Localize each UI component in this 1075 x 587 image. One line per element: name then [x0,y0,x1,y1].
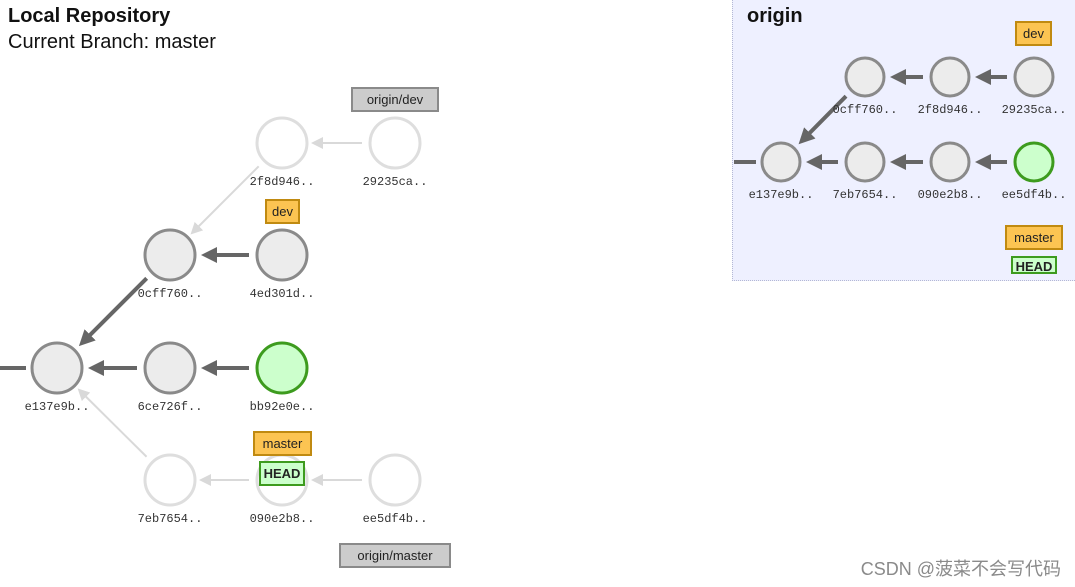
local-commit-node-e137e9b[interactable] [30,341,84,395]
origin-panel-head-tag[interactable]: HEAD [1011,256,1057,274]
origin-master-tag[interactable]: origin/master [339,543,451,568]
local-commit-label-7eb7654: 7eb7654.. [138,512,203,526]
origin-commit-node-ee5df4b[interactable] [1013,141,1055,183]
local-commit-label-e137e9b: e137e9b.. [25,400,90,414]
origin-panel-master-tag[interactable]: master [1005,225,1063,250]
current-branch-text: Current Branch: master [8,31,216,53]
local-edge-2f8d946-to-0cff760 [190,165,260,235]
origin-commit-label-7eb7654: 7eb7654.. [833,188,898,202]
local-edge-7eb7654-to-e137e9b [77,388,148,458]
local-edge-0cff760-to-e137e9b [78,276,149,347]
origin-commit-node-7eb7654[interactable] [844,141,886,183]
local-commit-label-090e2b8: 090e2b8.. [250,512,315,526]
local-commit-graph: e137e9b.. 6ce726f.. bb92e0e.. 0cff760.. 4ed3… [0,116,428,526]
origin-dev-tag[interactable]: origin/dev [351,87,439,112]
local-commit-label-4ed301d: 4ed301d.. [250,287,315,301]
origin-commit-node-2f8d946[interactable] [929,56,971,98]
origin-commit-node-090e2b8[interactable] [929,141,971,183]
origin-commit-label-e137e9b: e137e9b.. [749,188,814,202]
origin-commit-label-090e2b8: 090e2b8.. [918,188,983,202]
origin-commit-node-e137e9b[interactable] [760,141,802,183]
local-commit-node-0cff760[interactable] [143,228,197,282]
master-branch-tag[interactable]: master [253,431,312,456]
dev-branch-tag[interactable]: dev [265,199,300,224]
local-commit-node-ee5df4b[interactable] [368,453,422,507]
local-commit-node-29235ca[interactable] [368,116,422,170]
local-commit-label-6ce726f: 6ce726f.. [138,400,203,414]
local-commit-label-bb92e0e: bb92e0e.. [250,400,315,414]
local-repo-title: Local Repository [8,5,171,27]
local-commit-label-2f8d946: 2f8d946.. [250,175,315,189]
origin-edge-0cff760-to-e137e9b [798,94,848,145]
local-commit-node-2f8d946[interactable] [255,116,309,170]
local-commit-node-7eb7654[interactable] [143,453,197,507]
origin-commit-label-2f8d946: 2f8d946.. [918,103,983,117]
local-commit-label-29235ca: 29235ca.. [363,175,428,189]
local-commit-label-0cff760: 0cff760.. [138,287,203,301]
local-commit-label-ee5df4b: ee5df4b.. [363,512,428,526]
origin-panel-dev-tag[interactable]: dev [1015,21,1052,46]
origin-commit-label-29235ca: 29235ca.. [1002,103,1067,117]
origin-title: origin [747,5,803,27]
origin-commit-graph: e137e9b.. 7eb7654.. 090e2b8.. ee5df4b.. 0cff… [734,56,1067,202]
origin-commit-label-0cff760: 0cff760.. [833,103,898,117]
origin-commit-label-ee5df4b: ee5df4b.. [1002,188,1067,202]
local-commit-node-4ed301d[interactable] [255,228,309,282]
local-commit-node-bb92e0e[interactable] [255,341,309,395]
watermark-text: CSDN @菠菜不会写代码 [860,559,1061,579]
origin-commit-node-0cff760[interactable] [844,56,886,98]
head-tag[interactable]: HEAD [259,461,305,486]
origin-commit-node-29235ca[interactable] [1013,56,1055,98]
local-commit-node-6ce726f[interactable] [143,341,197,395]
